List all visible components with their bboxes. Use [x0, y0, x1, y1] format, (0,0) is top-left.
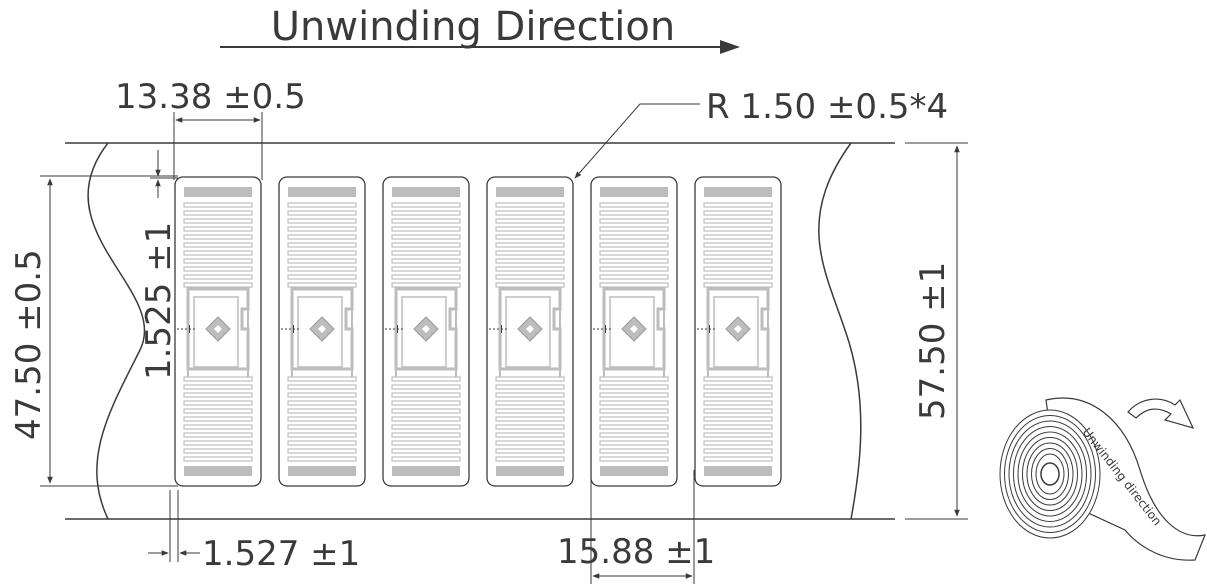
diagram-title: Unwinding Direction [271, 4, 675, 50]
rfid-tag [590, 176, 678, 487]
roll-ring [1017, 431, 1083, 517]
dimension-top-gap: 1.525 ±1 [139, 150, 179, 380]
dimension-side-gap: 1.527 ±1 [148, 490, 360, 574]
roll-ring [1031, 448, 1069, 500]
dimension-tag-height: 47.50 ±0.5 [9, 175, 178, 487]
corner-radius-label: R 1.50 ±0.5*4 [706, 87, 948, 127]
roll-ring [1026, 442, 1074, 506]
rfid-tag [486, 176, 574, 487]
dimension-liner-width: 57.50 ±1 [913, 145, 960, 517]
roll-ring [1004, 415, 1096, 533]
roll-ring [1035, 453, 1065, 495]
top-gap-label: 1.525 ±1 [139, 222, 179, 380]
roll-ring [1008, 420, 1092, 528]
dimension-pitch: 15.88 ±1 [557, 470, 715, 584]
rfid-tag [174, 176, 262, 487]
rfid-tag [694, 176, 782, 487]
rfid-tag [278, 176, 366, 487]
liner-width-label: 57.50 ±1 [913, 262, 953, 420]
curved-arrow-icon [1127, 398, 1195, 429]
dimension-tag-width: 13.38 ±0.5 [115, 77, 306, 180]
side-gap-label: 1.527 ±1 [202, 534, 360, 574]
rfid-tag [382, 176, 470, 487]
inlay-row [174, 176, 782, 487]
tag-height-label: 47.50 ±0.5 [9, 249, 49, 440]
liner [65, 142, 968, 520]
pitch-label: 15.88 ±1 [557, 532, 715, 572]
roll-core [1040, 462, 1060, 486]
tape-roll-icon: Unwinding direction [999, 397, 1206, 561]
roll-ring [1022, 437, 1078, 511]
dimension-corner-radius: R 1.50 ±0.5*4 [574, 87, 948, 179]
roll-ring [1013, 426, 1087, 522]
tag-width-label: 13.38 ±0.5 [115, 77, 306, 117]
